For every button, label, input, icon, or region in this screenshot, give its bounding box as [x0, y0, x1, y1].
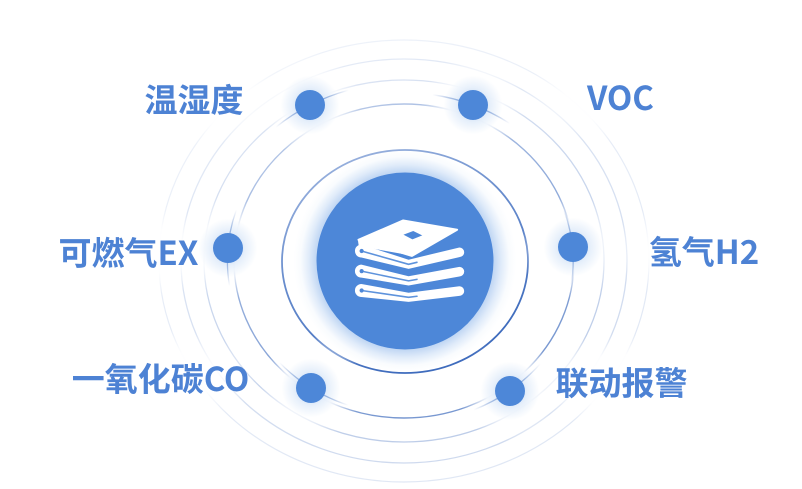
book-pages-middle-spine-core	[359, 269, 364, 274]
label-qingqi-h2-wash	[604, 202, 802, 298]
label-qingqi-h2: 氢气H2	[648, 226, 760, 274]
dot-bottom-right[interactable]	[495, 375, 525, 406]
label-voc-wash	[520, 48, 721, 143]
dot-top-right[interactable]	[458, 90, 488, 120]
label-liandong: 联动报警	[555, 357, 688, 405]
book-pages-bottom-sheet-line	[360, 289, 418, 299]
dot-left[interactable]	[213, 232, 243, 263]
book-pages-bottom	[354, 284, 464, 303]
book-cover	[357, 219, 458, 258]
label-liandong-wash	[521, 333, 722, 429]
book-pages-bottom-spine-core	[359, 288, 364, 293]
dot-bottom-left[interactable]	[296, 373, 326, 403]
label-keranqi-ex: 可燃气EX	[58, 227, 199, 275]
label-voc: VOC	[587, 71, 654, 120]
book-pages-top-spine-core	[359, 249, 364, 254]
book-stack-icon	[354, 219, 464, 303]
dot-right[interactable]	[557, 232, 588, 262]
label-co-wash	[60, 329, 261, 425]
label-keranqi-ex-wash	[28, 203, 229, 299]
book-pages-middle	[354, 264, 464, 286]
label-wenshidu-wash	[94, 50, 294, 145]
label-wenshidu: 温湿度	[144, 73, 244, 122]
book-pages-middle-sheet-line	[360, 270, 418, 282]
hub-circle[interactable]	[316, 172, 494, 349]
label-co: 一氧化碳CO	[71, 353, 250, 401]
dot-top-left[interactable]	[295, 90, 325, 120]
book-pages-top-sheet-line	[360, 250, 418, 266]
